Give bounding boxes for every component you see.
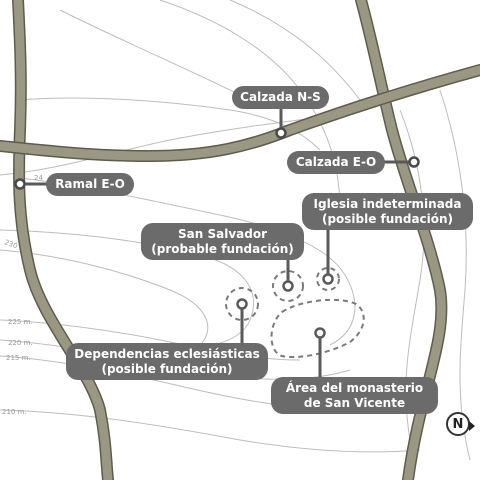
- contour-line: [0, 409, 421, 453]
- contour-label-225: 225 m.: [8, 318, 33, 326]
- label-ramal-eo: Ramal E-O: [46, 173, 134, 196]
- pin-san-salvador: [282, 280, 294, 292]
- site-outline-monasterio: [270, 298, 365, 358]
- site-outline-iglesia: [316, 267, 340, 291]
- north-symbol: N: [452, 416, 464, 432]
- label-calzada-ns: Calzada N-S: [232, 86, 329, 109]
- pin-monasterio: [314, 327, 326, 339]
- contour-line: [229, 0, 361, 101]
- pin-ramal-eo: [14, 178, 26, 190]
- contour-label-240: 24: [34, 174, 43, 182]
- road-left: [13, 0, 113, 480]
- site-outline-san-salvador: [272, 270, 304, 302]
- road-east-west: [0, 65, 480, 161]
- north-arrow-icon: N: [446, 412, 475, 436]
- contour-label-220: 220 m.: [8, 339, 33, 347]
- road-left-edge: [12, 0, 114, 480]
- contour-label-215: 215 m.: [6, 354, 31, 362]
- label-monasterio: Área del monasterio de San Vicente: [271, 377, 438, 414]
- pin-iglesia: [322, 273, 334, 285]
- contour-line: [0, 249, 209, 346]
- contour-label-210: 210 m.: [2, 408, 27, 416]
- label-calzada-eo: Calzada E-O: [287, 151, 385, 174]
- label-dependencias: Dependencias eclesiásticas (posible fund…: [66, 343, 268, 380]
- pin-dependencias: [236, 298, 248, 310]
- pin-calzada-ns: [275, 127, 287, 139]
- contour-line: [439, 89, 471, 461]
- label-san-salvador: San Salvador (probable fundación): [141, 223, 304, 260]
- label-iglesia: Iglesia indeterminada (posible fundación…: [302, 193, 473, 230]
- contour-line: [59, 9, 241, 96]
- pin-calzada-eo: [408, 156, 420, 168]
- site-outline-dependencias: [225, 287, 259, 321]
- contour-line: [0, 229, 254, 353]
